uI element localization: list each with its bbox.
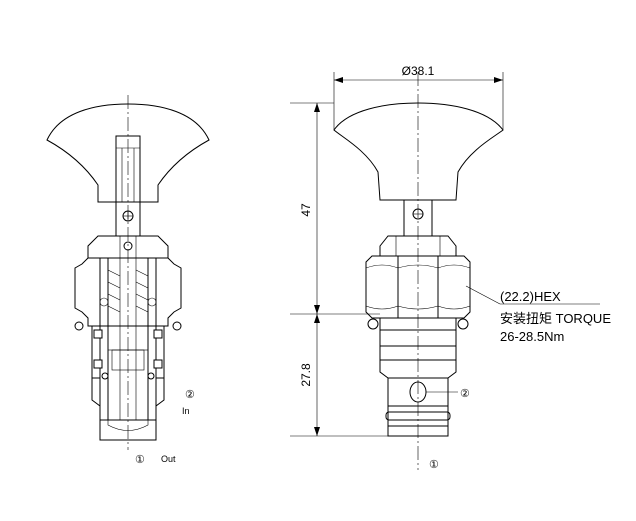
external-oring-left <box>367 318 379 330</box>
callout-torque-label: 安装扭矩 TORQUE <box>500 311 611 326</box>
section-view: ② In ① Out <box>46 95 210 466</box>
section-port2-symbol: ② <box>185 389 195 401</box>
section-oring-right <box>172 321 182 331</box>
section-in-label: In <box>182 406 190 416</box>
external-port2-symbol: ② <box>460 388 470 400</box>
height-upper-label: 47 <box>299 203 313 217</box>
callout-hex: (22.2)HEX <box>500 289 561 304</box>
external-view: Ø38.1 <box>290 64 611 471</box>
external-oring-right <box>457 318 469 330</box>
section-oring-left <box>74 321 84 331</box>
section-out-label: Out <box>161 454 176 464</box>
callout-leader <box>465 285 501 305</box>
diameter-label: Ø38.1 <box>402 64 435 78</box>
external-port1-symbol: ① <box>429 459 439 471</box>
section-handle <box>46 103 210 203</box>
section-port1-symbol: ① <box>135 454 145 466</box>
callout-torque-value: 26-28.5Nm <box>500 329 564 344</box>
height-lower-label: 27.8 <box>299 363 313 387</box>
section-spring <box>99 269 157 313</box>
section-cartridge <box>91 326 165 441</box>
external-handle <box>333 102 504 201</box>
external-cartridge <box>379 318 457 437</box>
section-stem-top <box>115 135 141 203</box>
